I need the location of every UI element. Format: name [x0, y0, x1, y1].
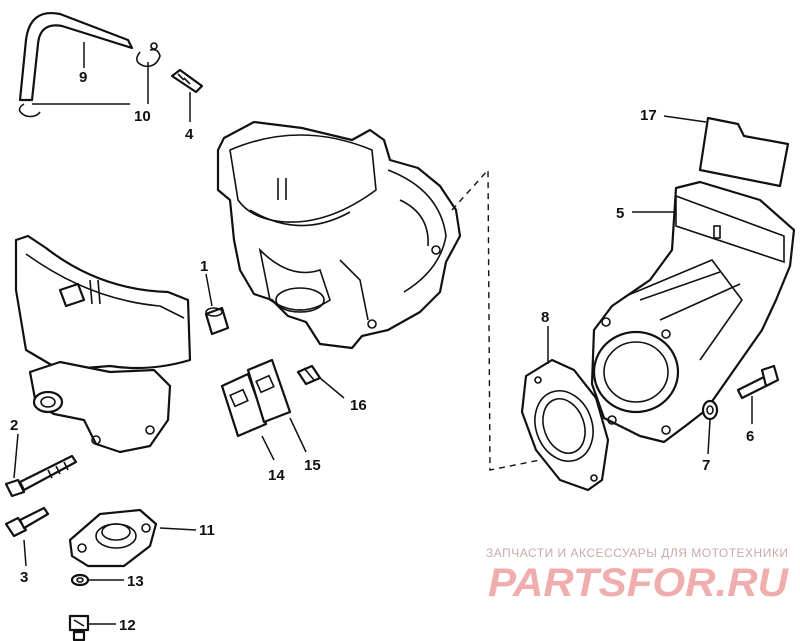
reed-plate-part-14 [220, 372, 268, 438]
crankcase-cover-assembly [14, 234, 192, 454]
screw-part-16 [296, 364, 322, 386]
screw-part-12 [68, 614, 90, 641]
bolt-part-2 [4, 454, 78, 498]
callout-17: 17 [640, 107, 657, 124]
crankcase-housing [216, 120, 462, 350]
callout-5: 5 [616, 205, 624, 222]
callout-4: 4 [185, 126, 194, 143]
callout-11: 11 [199, 522, 215, 539]
washer-part-13 [70, 573, 90, 587]
callout-6: 6 [746, 428, 754, 445]
callout-2: 2 [10, 417, 18, 434]
watermark-tagline: ЗАПЧАСТИ И АКСЕССУАРЫ ДЛЯ МОТОТЕХНИКИ [486, 546, 788, 560]
callout-10: 10 [134, 108, 151, 125]
gasket-part-17 [698, 116, 790, 188]
watermark-logo: PARTSFOR.RU [488, 561, 789, 605]
callout-3: 3 [20, 569, 28, 586]
callout-12: 12 [119, 617, 136, 634]
callout-7: 7 [702, 457, 710, 474]
bolt-part-6 [736, 364, 780, 400]
stud-part-4 [170, 68, 204, 94]
leader-lines [13, 42, 753, 625]
assembly-dashed-line [451, 168, 541, 471]
flange-part-11 [68, 508, 158, 568]
callout-16: 16 [350, 397, 367, 414]
callout-9: 9 [79, 69, 87, 86]
gasket-part-8 [520, 358, 610, 492]
bushing-part-1 [204, 306, 230, 336]
hose-part-9 [18, 11, 134, 102]
callout-15: 15 [304, 457, 321, 474]
callout-14: 14 [268, 467, 285, 484]
reed-plate-part-15 [246, 358, 292, 424]
exhaust-housing-part-5 [590, 180, 796, 444]
nut-part-7 [701, 399, 719, 421]
callout-1: 1 [200, 258, 208, 275]
clip-part-10 [18, 42, 161, 118]
bolt-part-3 [4, 506, 50, 538]
callout-13: 13 [127, 573, 144, 590]
callout-8: 8 [541, 309, 549, 326]
